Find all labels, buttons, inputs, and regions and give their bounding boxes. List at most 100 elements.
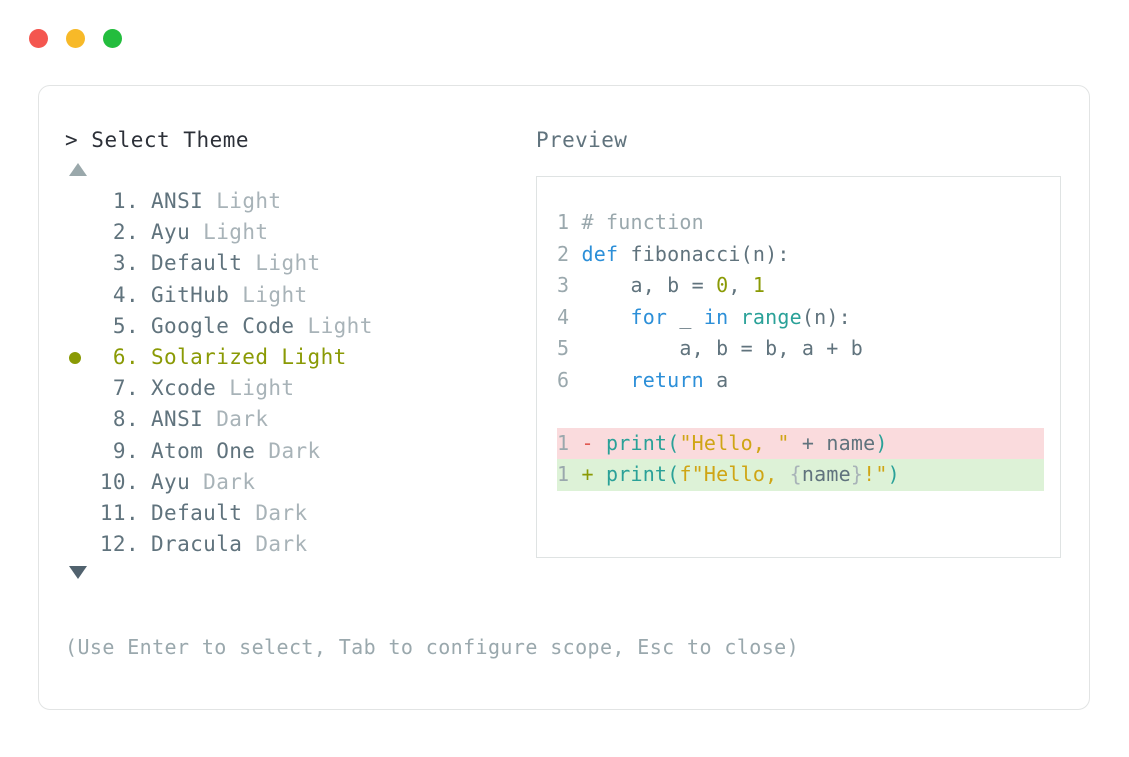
scroll-down-arrow[interactable] <box>65 560 525 590</box>
code-token-name: (n): <box>801 304 851 329</box>
list-item[interactable]: 2. Ayu Light <box>65 217 525 248</box>
list-item-number: 2. <box>112 220 139 245</box>
code-line: 1 # function <box>557 207 1060 239</box>
page-title: > Select Theme <box>65 126 525 154</box>
code-token-func: range <box>740 304 802 329</box>
close-button[interactable] <box>29 29 48 48</box>
code-token-keyword: def <box>581 241 631 266</box>
code-line: 3 a, b = 0, 1 <box>557 270 1060 302</box>
list-item-kind: Light <box>294 313 373 338</box>
list-item-number: 9. <box>112 438 139 463</box>
list-item-name: Xcode <box>151 376 217 401</box>
list-item-name: Ayu <box>151 469 191 494</box>
list-item[interactable]: 10. Ayu Dark <box>65 467 525 498</box>
code-token-brace: } <box>850 462 864 486</box>
list-item-number: 10. <box>99 469 139 494</box>
code-line: 5 a, b = b, a + b <box>557 333 1060 365</box>
code-token-name: name <box>826 430 876 455</box>
minimize-button[interactable] <box>66 29 85 48</box>
keyboard-hint: (Use Enter to select, Tab to configure s… <box>65 635 800 659</box>
code-token-func: print <box>605 430 668 455</box>
theme-list-panel: > Select Theme 1. ANSI Light 2. Ayu Ligh… <box>65 126 525 590</box>
list-item-name: ANSI <box>151 189 204 213</box>
prompt-caret-icon: > <box>65 128 92 152</box>
maximize-button[interactable] <box>103 29 122 48</box>
list-item[interactable]: 8. ANSI Dark <box>65 404 525 435</box>
code-token-name: name <box>801 462 851 486</box>
code-token-func: ( <box>667 462 680 486</box>
list-item-kind: Dark <box>203 407 269 432</box>
list-item-number: 11. <box>99 501 139 526</box>
list-item[interactable]: 12. Dracula Dark <box>65 529 525 560</box>
code-line-number: 3 <box>557 273 582 297</box>
list-item-kind: Dark <box>242 532 308 557</box>
list-item-number: 12. <box>99 532 139 557</box>
list-item[interactable]: 9. Atom One Dark <box>65 436 525 467</box>
list-item-number: 7. <box>112 376 139 401</box>
code-line-number: 2 <box>557 241 582 266</box>
code-line-number: 1 <box>557 210 582 234</box>
diff-preview: 1 - print("Hello, " + name)1 + print(f"H… <box>557 427 1060 491</box>
code-token-keyword: return <box>630 367 717 392</box>
list-item-name: Default <box>151 501 243 526</box>
list-item-kind: Light <box>229 282 308 307</box>
list-item-name: Ayu <box>151 220 191 245</box>
triangle-down-icon <box>69 566 87 580</box>
code-token-name: a, b = b, a + b <box>581 336 864 360</box>
list-item[interactable]: 4. GitHub Light <box>65 280 525 311</box>
code-line: 6 return a <box>557 365 1060 397</box>
code-token-keyword: for <box>630 304 680 329</box>
list-item-name: Solarized <box>151 345 269 370</box>
theme-selector-card: > Select Theme 1. ANSI Light 2. Ayu Ligh… <box>38 85 1090 710</box>
diff-line-del: 1 - print("Hello, " + name) <box>557 427 1044 459</box>
list-item-number: 6. <box>112 345 139 370</box>
list-item-number: 8. <box>112 407 139 432</box>
list-item-name: Dracula <box>151 532 243 557</box>
list-item[interactable]: 11. Default Dark <box>65 498 525 529</box>
code-token-name: a, b = <box>581 273 717 297</box>
diff-line-number: 1 <box>557 430 582 455</box>
list-item[interactable]: 1. ANSI Light <box>65 186 525 217</box>
page-title-text: Select Theme <box>91 128 250 152</box>
code-token-func: ) <box>875 430 888 455</box>
code-line-number: 5 <box>557 336 582 360</box>
list-item-kind: Dark <box>242 501 308 526</box>
code-line-number: 6 <box>557 367 582 392</box>
diff-line-add: 1 + print(f"Hello, {name}!") <box>557 459 1044 491</box>
code-token-string: f"Hello, <box>679 462 790 486</box>
code-token-name: _ <box>679 304 704 329</box>
diff-marker-add: + <box>581 462 606 486</box>
selected-bullet-icon <box>69 351 81 364</box>
list-item-name: ANSI <box>151 407 204 432</box>
list-item[interactable]: 3. Default Light <box>65 248 525 279</box>
list-item-name: Google Code <box>151 313 295 338</box>
code-token-comment: # function <box>581 210 704 234</box>
list-item-name: GitHub <box>151 282 230 307</box>
list-item-number: 4. <box>112 282 139 307</box>
code-token-name: + <box>789 430 827 455</box>
list-item[interactable]: 7. Xcode Light <box>65 373 525 404</box>
code-token-func: ) <box>887 462 900 486</box>
code-token-string: !" <box>863 462 888 486</box>
code-line-number: 4 <box>557 304 582 329</box>
theme-list[interactable]: 1. ANSI Light 2. Ayu Light 3. Default Li… <box>65 186 525 560</box>
code-token-name <box>581 368 630 392</box>
preview-label: Preview <box>536 128 628 152</box>
list-item-selected[interactable]: 6. Solarized Light <box>65 342 525 373</box>
code-token-brace: { <box>789 462 802 486</box>
list-item-number: 3. <box>112 251 139 276</box>
code-token-name <box>581 305 630 329</box>
code-token-func: print <box>605 462 668 486</box>
list-item[interactable]: 5. Google Code Light <box>65 311 525 342</box>
diff-marker-del: - <box>581 430 606 455</box>
code-token-name: a <box>716 367 729 392</box>
list-item-kind: Light <box>242 251 321 276</box>
list-item-number: 1. <box>112 189 139 213</box>
triangle-up-icon <box>69 163 87 176</box>
scroll-up-arrow[interactable] <box>65 154 525 184</box>
list-item-kind: Light <box>203 189 282 213</box>
list-item-kind: Dark <box>255 438 321 463</box>
code-token-keyword: in <box>703 304 741 329</box>
